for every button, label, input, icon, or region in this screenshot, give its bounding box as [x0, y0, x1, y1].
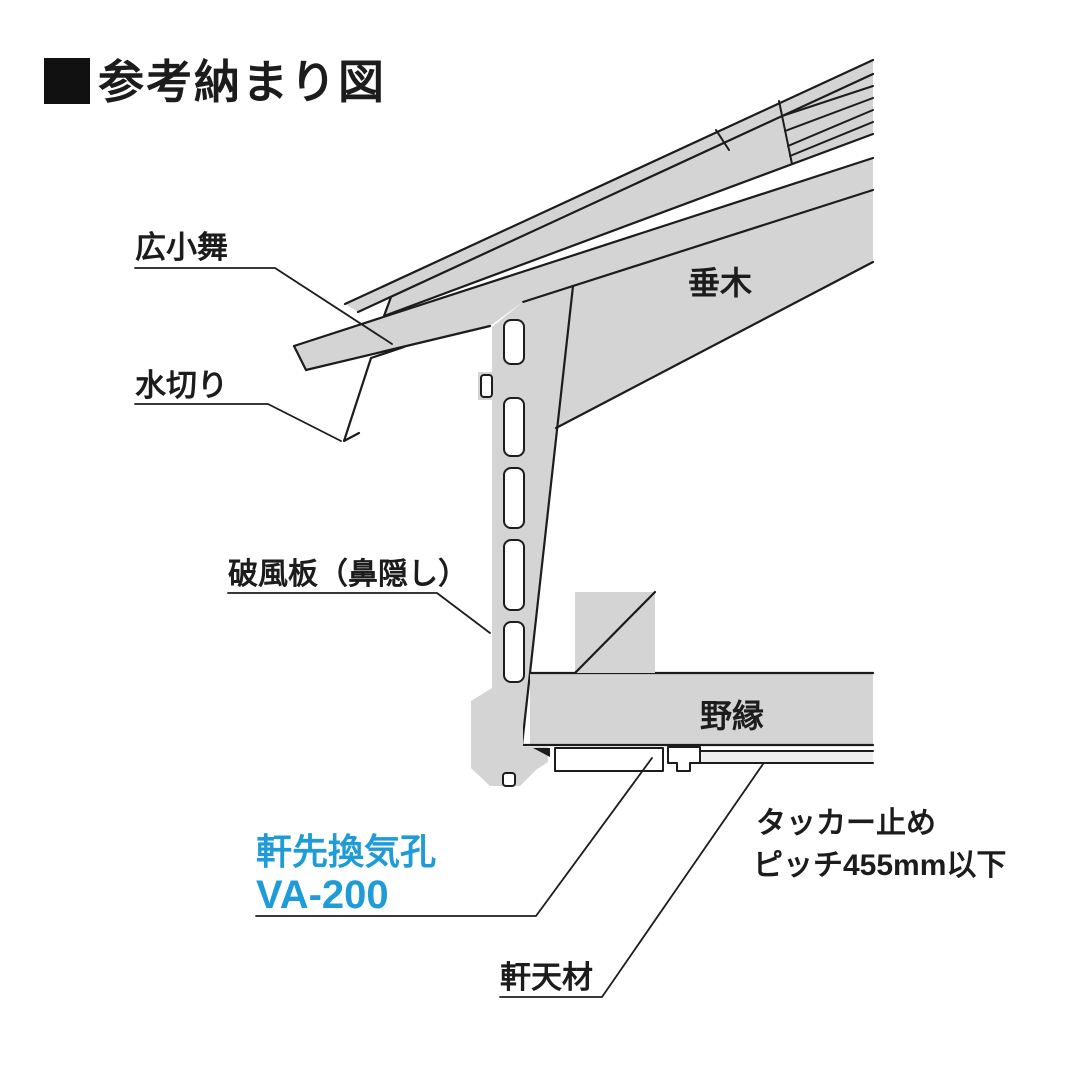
rafter-plumb-cut-line	[520, 284, 575, 747]
leader-line-hirokomai	[134, 267, 393, 345]
label-hafuita: 破風板（鼻隠し）	[228, 557, 468, 591]
label-mizukiri: 水切り	[135, 368, 228, 403]
leader-line-hafuita	[227, 592, 491, 634]
soffit-panel	[698, 751, 873, 763]
leader-line-nokiten	[499, 763, 764, 998]
eave-vent-body	[554, 747, 664, 772]
title-square-icon	[44, 58, 90, 104]
rafter-bottom-line	[554, 260, 875, 430]
eave-board-left-cut	[292, 344, 308, 372]
roofing-joint-ticks	[715, 100, 793, 165]
roofing-layer	[384, 74, 873, 316]
label-vent-model: VA-200	[256, 873, 389, 917]
roof-top-edge-line	[343, 58, 875, 306]
page-title: 参考納まり図	[98, 56, 386, 108]
blocking-diagonal-line	[573, 590, 657, 675]
ceiling-furring-bar	[530, 673, 873, 745]
label-vent-name: 軒先換気孔	[256, 831, 436, 872]
label-tacker-line1: タッカー止め	[756, 807, 936, 840]
roofing-left-cut	[382, 295, 393, 318]
label-hirokomai: 広小舞	[135, 230, 228, 265]
roofing-cap-layer	[345, 60, 873, 312]
eave-board-top-line	[292, 156, 875, 348]
rafter-top-line	[521, 188, 875, 304]
fascia-vent-pockets	[480, 319, 525, 787]
flashing-profile	[342, 345, 406, 443]
vent-clip-wedge	[533, 748, 550, 757]
label-taruki: 垂木	[688, 265, 752, 301]
leader-line-vent	[255, 757, 653, 917]
label-nokiten: 軒天材	[500, 960, 593, 995]
label-tacker-line2: ピッチ455mm以下	[753, 849, 1006, 882]
label-nobuchi: 野縁	[700, 698, 764, 734]
eave-board	[294, 158, 873, 370]
leader-line-mizukiri	[134, 403, 342, 442]
rafter-face	[556, 190, 873, 428]
soffit-end-cap	[667, 746, 701, 772]
roof-hatch-lines	[781, 85, 874, 157]
